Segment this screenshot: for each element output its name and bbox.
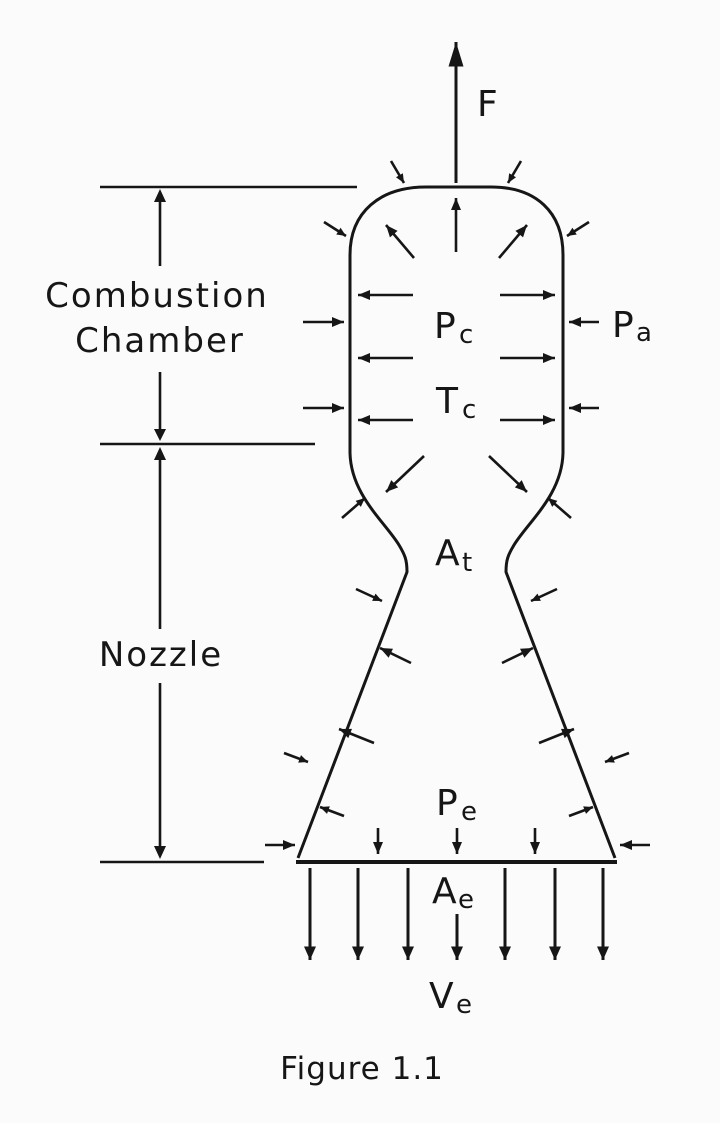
- throat-area-subscript: t: [462, 548, 472, 578]
- pressure-arrow: [538, 727, 575, 745]
- combustion-chamber-label-line1: Combustion: [45, 276, 269, 316]
- pressure-arrow: [568, 805, 594, 818]
- dimension-arrowhead-up: [154, 189, 166, 202]
- internal-pressure-arrows: [319, 198, 594, 854]
- ambient-arrow: [341, 497, 366, 519]
- exit-velocity-label: V: [429, 976, 454, 1017]
- ambient-arrow: [547, 497, 572, 519]
- combustion-chamber-label-line2: Chamber: [75, 321, 245, 361]
- ambient-arrow: [604, 751, 630, 764]
- exit-velocity-subscript: e: [456, 990, 472, 1020]
- pressure-arrow: [385, 224, 415, 259]
- ambient-pressure-label: P: [612, 305, 634, 346]
- figure-caption: Figure 1.1: [280, 1051, 444, 1087]
- throat-area-label: A: [435, 533, 460, 574]
- exit-area-subscript: e: [458, 885, 474, 915]
- ambient-pressure-arrows: [265, 160, 650, 850]
- pressure-arrow: [319, 805, 345, 818]
- exit-area-label: A: [432, 871, 457, 912]
- ambient-pressure-subscript: a: [636, 318, 652, 348]
- thrust-label: F: [477, 84, 498, 125]
- pressure-arrow: [501, 646, 534, 665]
- ambient-arrow: [323, 220, 347, 238]
- dimension-arrowhead-down: [154, 429, 166, 441]
- chamber-pressure-label: P: [434, 306, 456, 347]
- dimension-arrowhead-down: [154, 846, 166, 859]
- chamber-pressure-subscript: c: [459, 320, 473, 350]
- ambient-arrow: [530, 587, 558, 603]
- exhaust-velocity-arrows: [304, 868, 609, 960]
- ambient-arrow: [355, 587, 383, 603]
- pressure-arrow: [488, 455, 528, 493]
- ambient-arrow: [566, 220, 590, 238]
- dimension-annotations: [100, 185, 357, 864]
- nozzle-label: Nozzle: [99, 635, 223, 675]
- rocket-outline: [296, 185, 617, 864]
- ambient-arrow: [283, 751, 309, 764]
- dimension-arrowhead-up: [154, 447, 166, 460]
- ambient-arrow: [389, 160, 406, 184]
- exit-pressure-label: P: [436, 783, 458, 824]
- pressure-arrow: [379, 646, 412, 665]
- labels: F P c T c P a A t P e A e V e Combustion…: [45, 84, 652, 1087]
- exit-area-label-background: [425, 868, 489, 914]
- pressure-arrow: [338, 727, 375, 745]
- engine-wall: [296, 185, 617, 859]
- pressure-arrow: [385, 455, 425, 493]
- pressure-arrow: [498, 224, 528, 259]
- exit-pressure-subscript: e: [461, 797, 477, 827]
- chamber-temperature-subscript: c: [462, 395, 476, 425]
- ambient-arrow: [506, 160, 523, 184]
- chamber-temperature-label: T: [435, 381, 459, 422]
